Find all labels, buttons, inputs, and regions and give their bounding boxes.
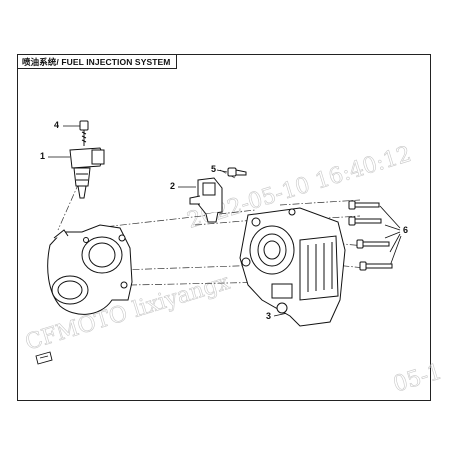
watermark-repeat: 05-1 bbox=[390, 359, 445, 397]
callout-6: 6 bbox=[403, 225, 409, 235]
leader-lines bbox=[48, 125, 402, 317]
callout-3: 3 bbox=[266, 311, 272, 321]
title-box bbox=[17, 54, 177, 69]
part-throttle-body-3 bbox=[239, 207, 346, 327]
part-screw-4 bbox=[79, 120, 89, 146]
callout-4: 4 bbox=[54, 120, 60, 130]
part-sensor-2 bbox=[189, 177, 223, 223]
diagram-frame bbox=[17, 54, 431, 401]
callout-1: 1 bbox=[40, 151, 46, 161]
direction-symbol bbox=[35, 351, 53, 365]
part-bolts-6 bbox=[348, 200, 393, 271]
part-intake-manifold bbox=[47, 224, 133, 315]
callout-5: 5 bbox=[211, 164, 217, 174]
diagram-title: 喷油系统/ FUEL INJECTION SYSTEM bbox=[22, 57, 171, 67]
callout-2: 2 bbox=[170, 181, 176, 191]
part-screw-5 bbox=[227, 167, 247, 177]
part-fuel-injector-1 bbox=[69, 147, 105, 199]
